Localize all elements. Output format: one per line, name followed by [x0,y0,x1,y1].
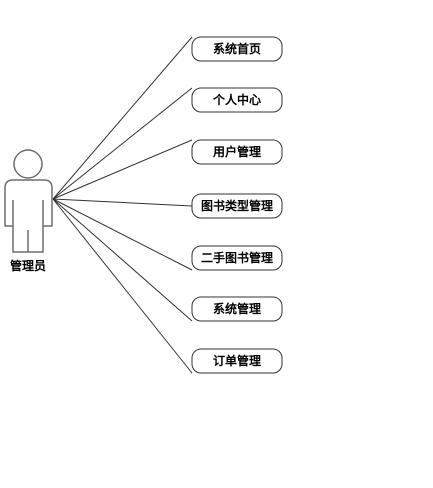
use-case-box [191,139,283,165]
use-case-box [191,296,283,322]
use-case-box [191,348,283,374]
use-case-label: 图书类型管理 [201,198,273,213]
use-case-label: 系统管理 [213,301,261,316]
use-case-book-type-management: 图书类型管理 [191,193,283,219]
association-line-used-book-management [52,198,193,271]
association-lines [52,36,193,374]
use-case-label: 二手图书管理 [201,250,273,265]
use-case-label: 订单管理 [213,353,261,368]
association-line-personal-center [52,87,193,200]
use-case-label: 系统首页 [213,41,261,56]
use-case-box [191,87,283,113]
association-line-order-management [52,198,193,374]
actor-head [13,149,43,179]
use-case-personal-center: 个人中心 [191,87,283,113]
association-line-user-management [52,139,193,200]
use-case-order-management: 订单管理 [191,348,283,374]
use-case-label: 用户管理 [212,144,261,159]
actor-admin: 管理员 [4,149,53,273]
association-line-system-home [52,36,193,200]
use-case-label: 个人中心 [212,92,261,107]
association-line-book-type-management [52,198,193,207]
actor-label: 管理员 [10,258,46,273]
use-case-box [191,193,283,219]
use-case-used-book-management: 二手图书管理 [191,245,283,271]
use-case-system-management: 系统管理 [191,296,283,322]
association-line-system-management [52,198,193,322]
actor-body [4,179,53,253]
use-case-user-management: 用户管理 [191,139,283,165]
use-case-box [191,245,283,271]
use-case-system-home: 系统首页 [191,36,283,62]
use-case-box [191,36,283,62]
